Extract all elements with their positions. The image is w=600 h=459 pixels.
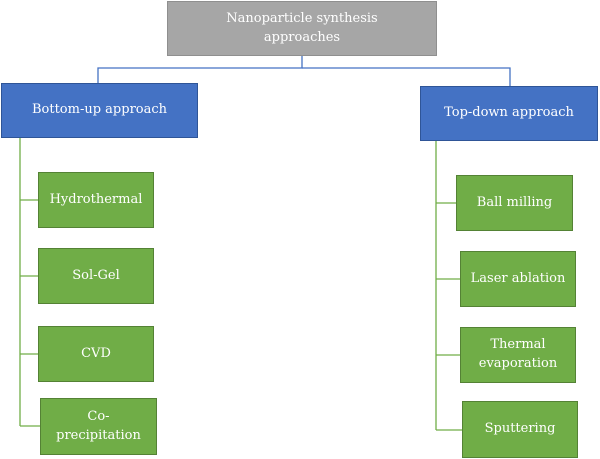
leaf-cvd: CVD	[38, 326, 154, 382]
leaf-label-line1: Thermal	[490, 337, 546, 353]
bottom-up-label: Bottom-up approach	[31, 102, 168, 118]
top-down-label: Top-down approach	[444, 105, 574, 121]
leaf-hydrothermal: Hydrothermal	[38, 172, 154, 228]
leaf-label-line1: Co-	[87, 408, 110, 424]
leaf-label: Ball milling	[476, 194, 553, 210]
leaf-label: CVD	[81, 345, 111, 361]
leaf-sol-gel: Sol-Gel	[38, 248, 154, 304]
root-label-line2: approaches	[263, 29, 341, 45]
leaf-co-precipitation: Co- precipitation	[40, 398, 157, 455]
root-node: Nanoparticle synthesis approaches	[167, 1, 437, 56]
bottom-up-connectors	[19, 138, 40, 427]
leaf-label: Hydrothermal	[49, 191, 143, 207]
root-to-top-down-line	[302, 67, 511, 86]
leaf-label-line2: precipitation	[56, 427, 141, 443]
root-label-line1: Nanoparticle synthesis	[226, 10, 378, 26]
leaf-ball-milling: Ball milling	[456, 175, 573, 231]
leaf-laser-ablation: Laser ablation	[460, 251, 576, 307]
leaf-label: Sol-Gel	[72, 267, 120, 283]
root-connectors	[97, 56, 511, 86]
leaf-label: Laser ablation	[470, 270, 566, 286]
leaf-sputtering: Sputtering	[462, 401, 578, 458]
bottom-up-node: Bottom-up approach	[1, 83, 198, 138]
leaf-label: Sputtering	[484, 421, 556, 437]
top-down-connectors	[435, 141, 462, 431]
leaf-thermal-evaporation: Thermal evaporation	[460, 327, 576, 383]
leaf-label-line2: evaporation	[478, 356, 558, 371]
root-to-branches-line	[97, 56, 303, 83]
top-down-node: Top-down approach	[420, 86, 598, 141]
